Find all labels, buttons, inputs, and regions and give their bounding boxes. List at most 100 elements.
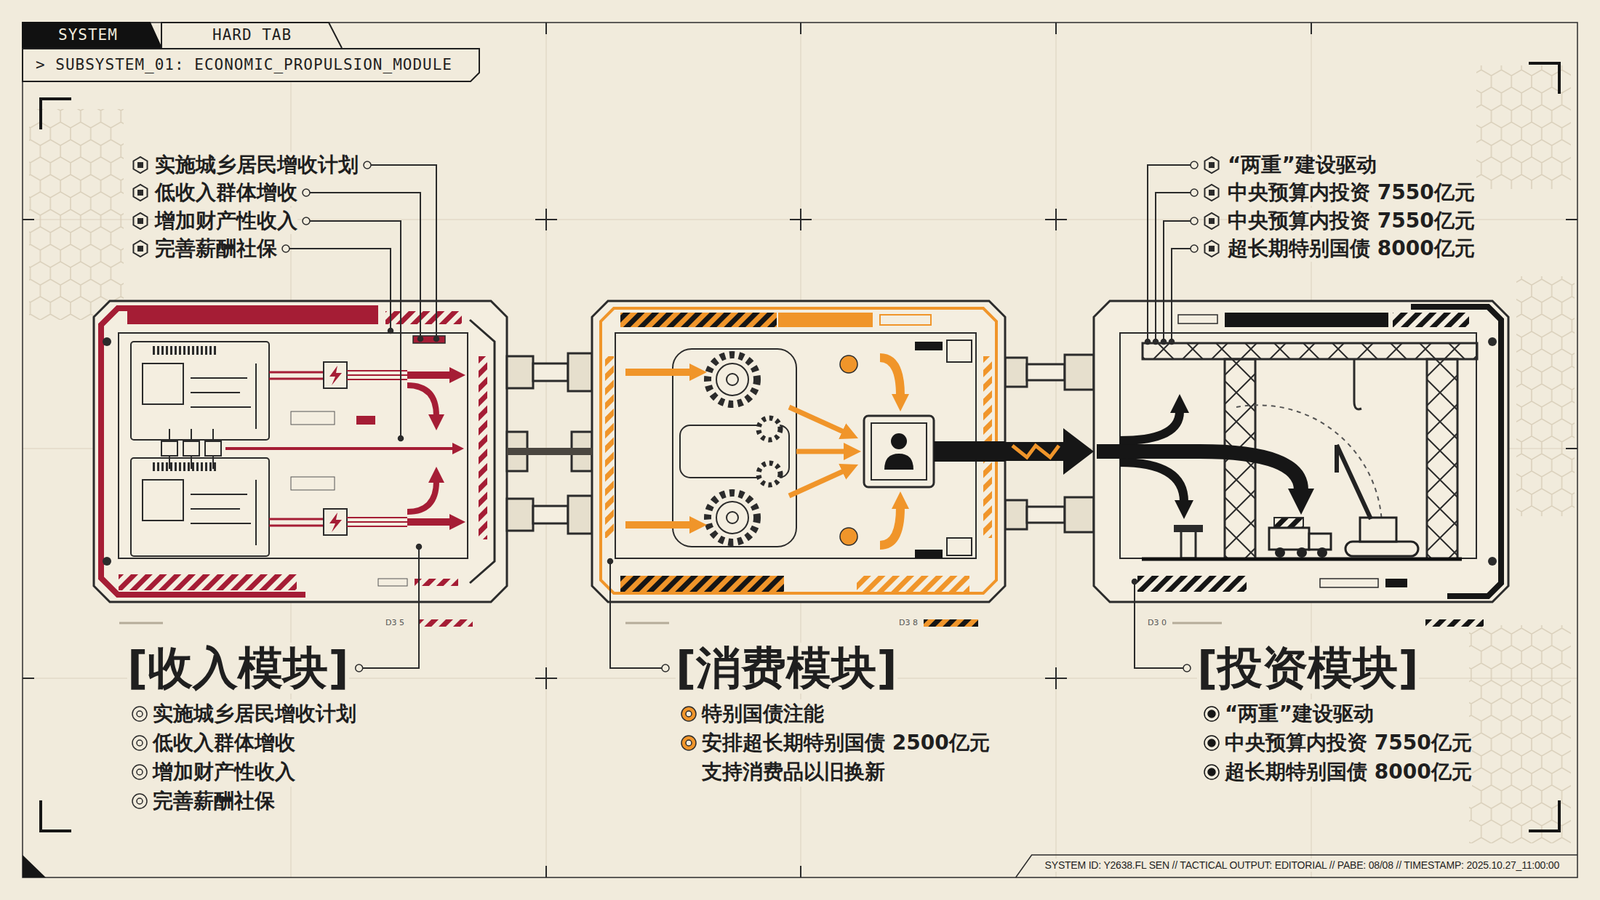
consumption-panel: [778, 312, 873, 328]
income-panel: [142, 480, 184, 521]
investment-panel: [1173, 525, 1203, 533]
module-caption: [收入模块]实施城乡居民增收计划低收入群体增收增加财产性收入完善薪酬社保: [127, 642, 357, 816]
leader-dot: [302, 189, 310, 197]
leader-dot: [1190, 245, 1198, 253]
coupling-joint: [568, 353, 592, 392]
consumption-panel: [716, 501, 749, 534]
income-panel: [183, 441, 200, 456]
income-panel: [118, 574, 297, 591]
consumption-panel: [758, 463, 781, 486]
leader-line: [309, 221, 401, 439]
consumption-panel: [890, 433, 907, 450]
honeycomb: [1476, 65, 1571, 190]
honeycomb: [1469, 625, 1571, 844]
module-heading: [收入模块]: [127, 642, 350, 694]
list-icon: [1204, 240, 1219, 257]
leader-line: [370, 165, 437, 339]
top-list-item: 低收入群体增收: [154, 179, 298, 206]
consumption-panel: [726, 373, 739, 386]
investment-panel: [1120, 411, 1180, 441]
income-panel: [290, 411, 335, 425]
leader-dot: [1190, 217, 1198, 225]
leader-line: [1163, 221, 1191, 342]
income-panel: [130, 341, 270, 440]
investment-panel: [1093, 301, 1509, 603]
investment-panel: [1120, 462, 1184, 502]
consumption-panel: [672, 349, 797, 547]
income-panel: [142, 363, 184, 405]
item-icon: [136, 769, 143, 776]
income-panel: [323, 362, 347, 389]
investment-module: [投资模块]“两重”建设驱动中央预算内投资 7550亿元超长期特别国债 8000…: [1093, 301, 1509, 603]
income-panel: [127, 311, 379, 325]
investment-panel: [1309, 533, 1331, 550]
consumption-panel: [758, 418, 781, 440]
item-icon: [132, 794, 147, 809]
investment-panel: [1137, 576, 1247, 592]
income-panel: [414, 578, 459, 587]
item-icon: [685, 711, 692, 718]
item-icon: [1204, 765, 1219, 780]
leader-line: [1134, 581, 1184, 669]
list-icon: [1208, 245, 1215, 252]
list-icon: [1204, 213, 1219, 230]
coupling-joint: [1064, 354, 1094, 390]
frame-border: [22, 22, 1578, 878]
subsystem-bar: > SUBSYSTEM_01: ECONOMIC_PROPULSION_MODU…: [22, 48, 480, 82]
tab-label: HARD TAB: [212, 26, 292, 44]
consumption-panel: [796, 449, 846, 455]
part-tag-bar: [119, 622, 163, 625]
leader-end: [418, 336, 424, 342]
investment-panel: [1274, 547, 1286, 558]
consumption-panel: [933, 441, 1006, 462]
consumption-panel: [884, 453, 914, 470]
tab-outline: [161, 22, 342, 48]
leader-end: [1169, 339, 1175, 345]
flow-connector: [1005, 442, 1064, 462]
consumption-panel: [620, 576, 784, 592]
grid-line: [22, 22, 1578, 878]
income-panel: [161, 441, 178, 456]
income-panel: [269, 372, 324, 379]
income-panel: [323, 509, 347, 536]
consumption-panel: [880, 357, 901, 396]
investment-panel: [1181, 530, 1196, 559]
investment-panel: [1142, 343, 1478, 360]
footer-bracket: [1016, 855, 1578, 878]
coupling-joint: [506, 498, 534, 531]
module-item: 超长期特别国债 8000亿元: [1224, 757, 1472, 787]
module-item: 低收入群体增收: [152, 728, 296, 758]
income-panel: [407, 385, 437, 416]
item-icon: [136, 711, 143, 718]
consumption-panel: [605, 356, 614, 539]
frame-border: [1528, 800, 1560, 832]
coupling-joint: [1005, 357, 1027, 387]
leader-end: [388, 328, 394, 334]
investment-panel: [1274, 517, 1304, 528]
module-item: 安排超长期特别国债 2500亿元 支持消费品以旧换新: [701, 728, 1000, 787]
energy-zigzag: [1012, 445, 1059, 458]
investment-panel: [1224, 312, 1389, 328]
leader-line: [1147, 165, 1191, 342]
module-item: 实施城乡居民增收计划: [152, 699, 357, 729]
list-icon: [137, 162, 144, 168]
income-panel: [346, 370, 408, 380]
module-caption: [消费模块]特别国债注能安排超长期特别国债 2500亿元 支持消费品以旧换新: [675, 642, 1000, 787]
income-panel: [93, 301, 507, 603]
investment-panel: [1354, 359, 1362, 410]
list-icon: [1208, 189, 1215, 196]
income-panel: [101, 308, 379, 595]
frame-border: [1528, 63, 1560, 94]
module-item: 完善薪酬社保: [152, 786, 275, 816]
leader-dot: [282, 245, 290, 253]
list-icon: [137, 245, 144, 252]
income-panel: [378, 578, 408, 587]
coupling-joint: [506, 356, 534, 389]
income-panel: [407, 371, 451, 379]
income-panel: [407, 481, 437, 512]
tab-label: SYSTEM: [58, 26, 118, 44]
item-icon: [132, 765, 147, 780]
item-icon: [1204, 736, 1219, 751]
consumption-panel: [871, 423, 927, 480]
item-icon: [136, 740, 143, 747]
